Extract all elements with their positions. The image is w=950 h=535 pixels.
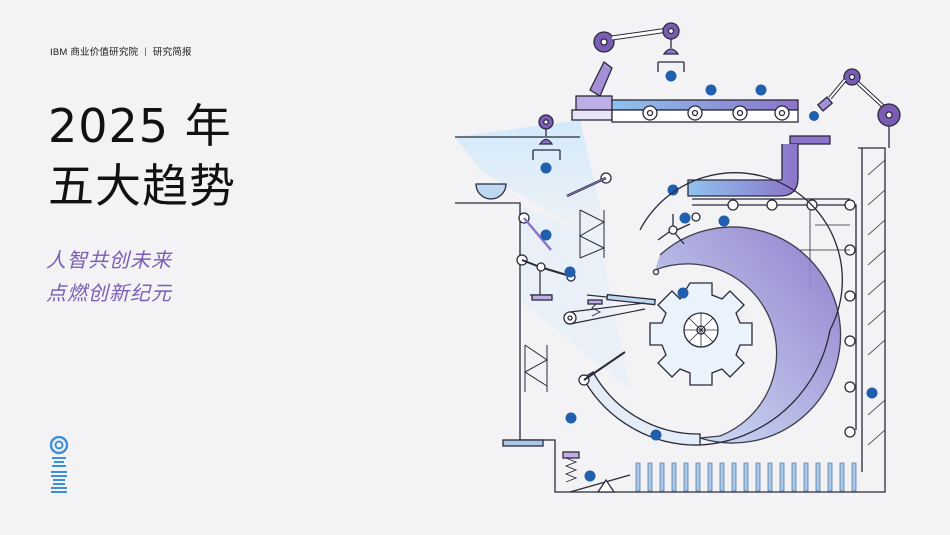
header-separator: | <box>144 45 147 57</box>
document-type: 研究简报 <box>152 47 192 58</box>
org-name: IBM 商业价值研究院 <box>50 47 139 58</box>
title-line-2: 五大趋势 <box>48 159 236 213</box>
subtitle-line-1: 人智共创未来 <box>46 248 172 272</box>
page-title: 2025 年 五大趋势 <box>48 96 236 216</box>
innovation-machine-illustration <box>455 22 901 493</box>
subtitle-line-2: 点燃创新纪元 <box>46 281 172 305</box>
ibm-bee-logo-icon <box>49 436 69 493</box>
page-subtitle: 人智共创未来 点燃创新纪元 <box>46 244 172 310</box>
title-line-1: 2025 年 <box>48 99 232 153</box>
report-header: IBM 商业价值研究院 | 研究简报 <box>50 44 192 59</box>
